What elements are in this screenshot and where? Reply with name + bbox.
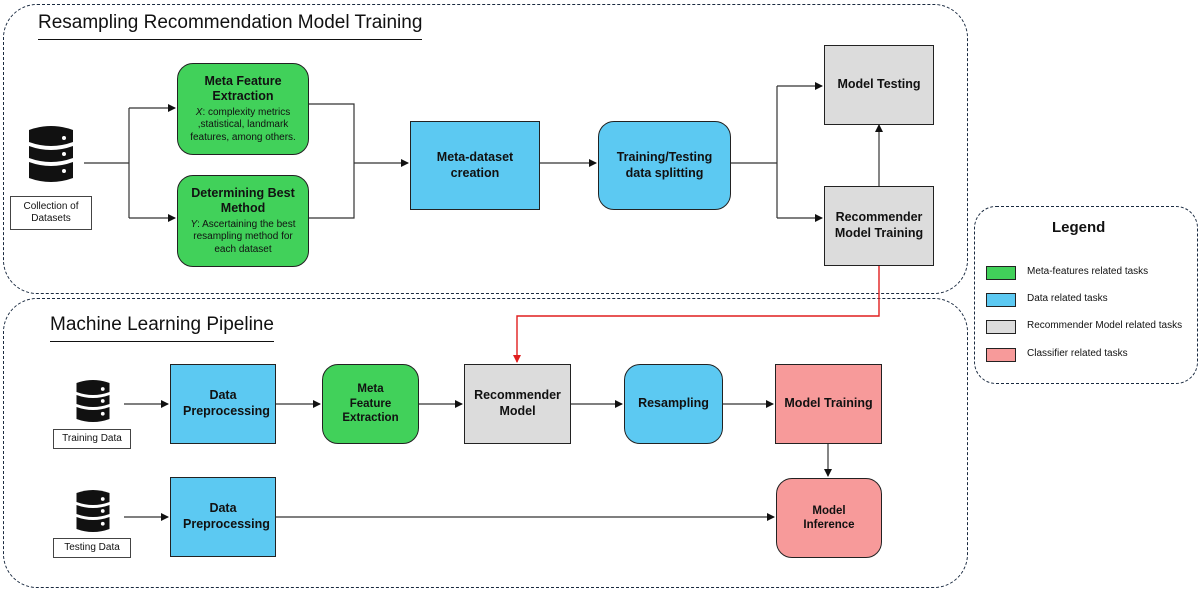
training-data-database-icon <box>76 380 110 422</box>
edge-recommender-link <box>513 266 880 363</box>
edge-best-method-merge <box>309 163 355 219</box>
data-preprocessing-node-2: Data Preprocessing <box>170 477 276 557</box>
legend-swatch-recommender <box>986 320 1016 334</box>
splitting-node: Training/Testing data splitting <box>598 121 731 210</box>
collection-database-icon <box>29 126 73 182</box>
pipeline-panel-title: Machine Learning Pipeline <box>50 314 274 342</box>
legend-panel <box>974 206 1198 384</box>
edge-splitting-split <box>731 86 778 218</box>
legend-label-recommender: Recommender Model related tasks <box>1027 320 1183 331</box>
testing-data-label: Testing Data <box>53 538 131 558</box>
meta-feature-extraction-title: Meta Feature Extraction <box>204 73 282 104</box>
recommender-model-training-node: Recommender Model Training <box>824 186 934 266</box>
testing-data-database-icon <box>76 490 110 532</box>
legend-swatch-data <box>986 293 1016 307</box>
data-preprocessing-node-1: Data Preprocessing <box>170 364 276 444</box>
model-testing-node: Model Testing <box>824 45 934 125</box>
edge-meta-feature-merge <box>309 103 355 163</box>
legend-swatch-classifier <box>986 348 1016 362</box>
training-panel <box>3 4 968 294</box>
meta-feature-extraction-node: Meta Feature Extraction X: complexity me… <box>177 63 309 155</box>
model-inference-node: Model Inference <box>776 478 882 558</box>
determining-best-method-title: Determining Best Method <box>191 185 295 216</box>
model-training-node: Model Training <box>775 364 882 444</box>
legend-title: Legend <box>1052 219 1106 236</box>
determining-best-method-desc: Y: Ascertaining the best resampling meth… <box>190 218 296 255</box>
meta-feature-extraction-desc: X: complexity metrics ,statistical, land… <box>190 106 296 143</box>
training-panel-title: Resampling Recommendation Model Training <box>38 12 423 40</box>
determining-best-method-node: Determining Best Method Y: Ascertaining … <box>177 175 309 267</box>
legend-label-classifier: Classifier related tasks <box>1027 348 1128 359</box>
recommender-model-node: Recommender Model <box>464 364 571 444</box>
legend-swatch-meta <box>986 266 1016 280</box>
resampling-node: Resampling <box>624 364 723 444</box>
pipeline-panel <box>3 298 968 588</box>
edge-collection-split <box>84 108 130 218</box>
training-data-label: Training Data <box>53 429 131 449</box>
legend-label-data: Data related tasks <box>1027 293 1108 304</box>
meta-dataset-creation-node: Meta-dataset creation <box>410 121 540 210</box>
legend-label-meta: Meta-features related tasks <box>1027 266 1149 277</box>
meta-feature-extraction-step: Meta Feature Extraction <box>322 364 419 444</box>
collection-of-datasets-label: Collection of Datasets <box>10 196 92 230</box>
